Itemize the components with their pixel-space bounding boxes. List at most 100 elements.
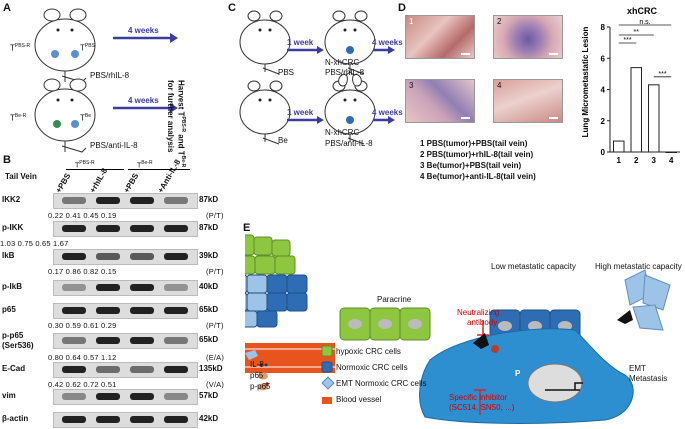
e-legend-item: Blood vessel	[336, 395, 382, 404]
panel-a-diagram	[34, 8, 178, 153]
mouse-icon	[34, 8, 96, 83]
significance-label: ***	[623, 37, 631, 44]
blot-kd: 40kD	[199, 282, 219, 291]
group2-underline	[128, 169, 190, 170]
blot-kd: 135kD	[199, 364, 223, 373]
blot-label: p65	[2, 305, 16, 314]
blot-ratios: 0.22 0.41 0.45 0.19	[48, 211, 117, 220]
blot-kd: 42kD	[199, 414, 219, 423]
inhibitor-label: Specific inhibitor	[449, 393, 508, 402]
blot-label: vim	[2, 391, 16, 400]
y-tick-label: 6	[601, 54, 606, 63]
blot-unit: (E/A)	[206, 353, 225, 362]
c-label2: N-xhCRC	[325, 128, 360, 137]
y-tick-label: 4	[601, 86, 606, 95]
mouse1-label: T	[10, 43, 15, 53]
blot-unit: (V/A)	[206, 380, 225, 389]
e-legend-item: hypoxic CRC cells	[336, 347, 401, 356]
mouse-icon	[34, 78, 96, 153]
c-treat1-label: PBS	[278, 68, 295, 77]
c-week1b-label: 1 week	[287, 108, 314, 117]
blot-strip	[53, 280, 198, 296]
e-legend-item: EMT Normoxic CRC cells	[336, 379, 427, 388]
mouse1-right-label: T	[80, 43, 85, 53]
c-week4a-label: 4 weeks	[372, 38, 403, 47]
tail-vein-label: Tail Vein	[5, 172, 37, 181]
significance-label: n.s.	[639, 19, 650, 26]
paracrine-label: Paracrine	[377, 295, 412, 304]
significance-label: **	[634, 29, 640, 36]
antibody-label: antibody	[467, 318, 498, 327]
panel-b-letter: B	[3, 154, 11, 166]
blot-ratios: 0.17 0.86 0.82 0.15	[48, 267, 117, 276]
bar	[648, 84, 660, 153]
group1-underline	[66, 169, 124, 170]
c-label1: N-xhCRC	[325, 58, 360, 67]
d-legend-item: 4 Be(tumor)+anti-IL-8(tail vein)	[420, 172, 536, 181]
mouse-icon	[324, 80, 376, 145]
lung-section-image-2	[493, 15, 563, 59]
image-number: 2	[497, 17, 502, 26]
blot-strip	[53, 333, 198, 349]
inhibitor-examples-label: (SC514, SN50, ...)	[449, 403, 515, 412]
low-capacity-label: Low metastatic capacity	[491, 262, 576, 271]
mouse2-right-label: T	[80, 113, 85, 123]
lane-label: +Anti-IL-8	[156, 157, 183, 195]
blot-strip	[53, 303, 198, 319]
blot-label: p-p65	[2, 331, 24, 340]
small-legend-item: p-p65	[250, 382, 271, 391]
blot-kd: 87kD	[199, 223, 219, 232]
panel-e-diagram	[245, 234, 671, 424]
vertical-analysis-text: for further analysis	[166, 80, 175, 153]
blot-kd: 65kD	[199, 335, 219, 344]
x-tick-label: 4	[669, 156, 674, 165]
blot-unit: (P/T)	[206, 321, 224, 330]
mouse2-label: T	[10, 113, 15, 123]
x-tick-label: 1	[617, 156, 622, 165]
x-tick-label: 3	[652, 156, 657, 165]
phospho-p-label: P	[515, 369, 521, 378]
blot-strip	[53, 362, 198, 378]
panel-e-letter: E	[243, 222, 251, 234]
blot-label-sub: (Ser536)	[2, 341, 34, 350]
blot-strip	[53, 412, 198, 428]
small-legend-item: IL-8	[250, 360, 264, 369]
blot-kd: 57kD	[199, 391, 219, 400]
d-legend-item: 1 PBS(tumor)+PBS(tail vein)	[420, 139, 528, 148]
blot-strip	[53, 389, 198, 405]
blot-ratios: 1.03 0.75 0.65 1.67	[0, 239, 69, 248]
d-legend-item: 3 Be(tumor)+PBS(tail vein)	[420, 161, 522, 170]
blot-ratios: 0.30 0.59 0.61 0.29	[48, 321, 117, 330]
lung-section-image-4	[493, 79, 563, 123]
blot-label: E-Cad	[2, 364, 26, 373]
blot-strip	[53, 221, 198, 237]
mouse-icon	[239, 10, 291, 75]
panel-c-diagram	[239, 10, 395, 145]
panel-a-letter: A	[3, 2, 11, 14]
chart-title: xhCRC	[627, 6, 658, 16]
blot-unit: (P/T)	[206, 211, 224, 220]
e-legend-item: Normoxic CRC cells	[336, 363, 408, 372]
c-week4b-label: 4 weeks	[372, 108, 403, 117]
chart-ylabel: Lung Micrometastatic Lesion	[581, 27, 590, 138]
c-week1-label: 1 week	[287, 38, 314, 47]
c-treat2-label: Be	[278, 136, 288, 145]
arrow1-label: 4 weeks	[128, 26, 159, 35]
metastasis-label: Metastasis	[629, 374, 668, 383]
blot-ratios: 0.42 0.62 0.72 0.51	[48, 380, 117, 389]
bar-chart: xhCRC Lung Micrometastatic Lesion 024681…	[581, 6, 680, 165]
lung-section-image-1	[405, 15, 475, 59]
y-tick-label: 8	[601, 23, 606, 32]
high-capacity-label: High metastatic capacity	[595, 262, 682, 271]
image-number: 3	[409, 81, 414, 90]
treatment2-label: PBS/anti-IL-8	[90, 141, 138, 150]
blot-label: p-IkB	[2, 282, 22, 291]
vertical-harvest-text: Harvest TPBS-R and TBe-R	[176, 80, 186, 168]
y-tick-label: 0	[601, 148, 606, 157]
emt-label: EMT	[629, 364, 646, 373]
blot-strip	[53, 193, 198, 209]
blot-ratios: 0.80 0.64 0.57 1.12	[48, 353, 117, 362]
arrow2-label: 4 weeks	[128, 96, 159, 105]
blot-label: p-IKK	[2, 223, 24, 232]
blot-label: IKK2	[2, 195, 21, 204]
